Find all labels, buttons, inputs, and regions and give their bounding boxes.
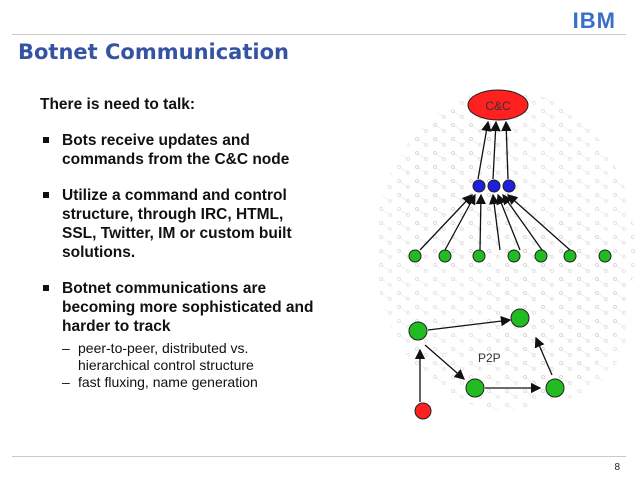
- network-graph-background: [375, 90, 635, 410]
- slide-title: Botnet Communication: [18, 40, 289, 64]
- bullet-square-icon: [43, 137, 49, 143]
- page-number: 8: [614, 462, 620, 473]
- dash-marker: –: [62, 340, 70, 356]
- botnet-diagram: C&C P2P: [375, 89, 635, 420]
- sub-bullet-item: – peer-to-peer, distributed vs. hierarch…: [40, 340, 320, 374]
- intro-text: There is need to talk:: [40, 96, 196, 113]
- p2p-label: P2P: [478, 351, 501, 365]
- footer-divider: [12, 456, 626, 457]
- connection-arrows: [414, 120, 571, 402]
- bullet-square-icon: [43, 285, 49, 291]
- cnc-node: C&C: [467, 89, 529, 121]
- sub-bullet-item: – fast fluxing, name generation: [40, 374, 320, 391]
- slide-body: There is need to talk: Bots receive upda…: [40, 96, 320, 391]
- infected-origin-node: [414, 402, 432, 420]
- dash-marker: –: [62, 374, 70, 390]
- p2p-nodes: [408, 308, 565, 398]
- bullet-item: Botnet communications are becoming more …: [40, 279, 320, 336]
- relay-nodes: [472, 179, 516, 193]
- bot-nodes: [408, 249, 612, 263]
- sub-bullet-text: peer-to-peer, distributed vs. hierarchic…: [78, 340, 254, 373]
- bullet-item: Utilize a command and control structure,…: [40, 186, 320, 262]
- cnc-label: C&C: [485, 99, 511, 113]
- header-divider: [12, 34, 626, 35]
- bullet-text: Botnet communications are becoming more …: [62, 280, 314, 335]
- bullet-item: Bots receive updates and commands from t…: [40, 131, 320, 169]
- ibm-logo: IBM: [572, 8, 616, 33]
- bullet-text: Bots receive updates and commands from t…: [62, 132, 290, 168]
- bullet-text: Utilize a command and control structure,…: [62, 187, 292, 261]
- sub-bullet-text: fast fluxing, name generation: [78, 374, 258, 390]
- bullet-square-icon: [43, 192, 49, 198]
